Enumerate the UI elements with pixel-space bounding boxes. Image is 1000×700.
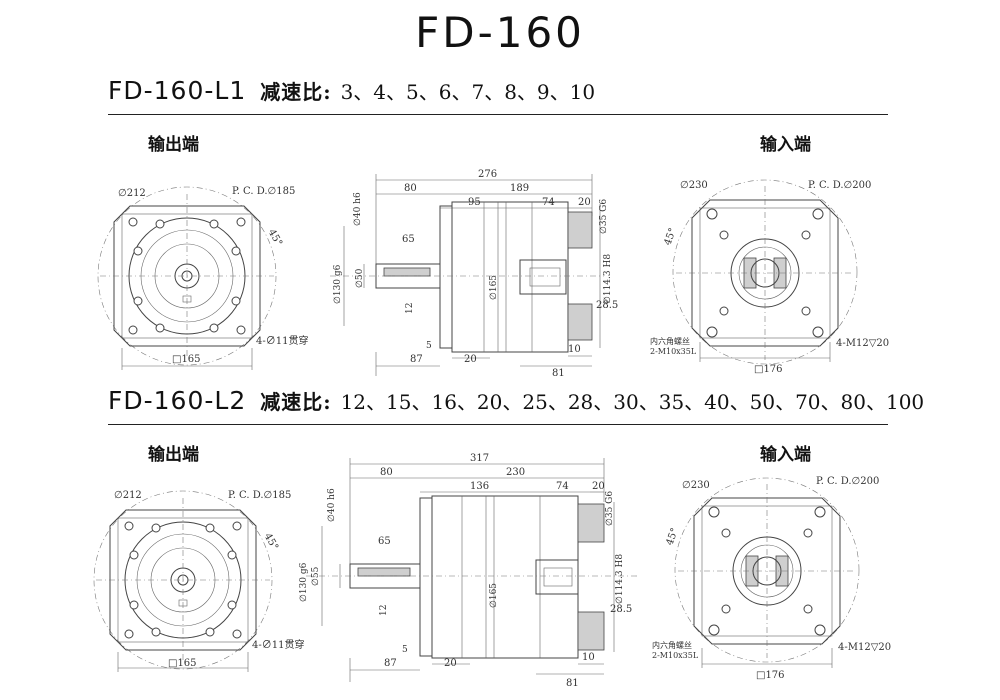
- dim-key-w: 12: [405, 303, 415, 314]
- heading-rule: [108, 114, 888, 115]
- dim-87: 87: [384, 658, 397, 669]
- dim-81: 81: [552, 368, 565, 379]
- dim-flange: 80: [380, 467, 393, 478]
- input-square: □176: [756, 670, 785, 681]
- output-end-view: ∅212 P. C. D.∅185 45° 4-∅11贯穿 □165: [97, 186, 308, 370]
- output-angle: 45°: [266, 228, 284, 249]
- dim-flange: 80: [404, 183, 417, 194]
- dim-body-dia: ∅165: [489, 583, 499, 608]
- output-end-label: 输出端: [148, 445, 199, 465]
- section-heading: FD-160-L2 减速比: 12、15、16、20、25、28、30、35、40…: [108, 386, 924, 415]
- dim-20: 20: [464, 354, 477, 365]
- dim-spigot-dia: ∅114.3 H8: [615, 554, 625, 604]
- input-outer-dia: ∅230: [682, 480, 710, 491]
- dim-seg2: 74: [556, 481, 569, 492]
- ratio-values: 12、15、16、20、25、28、30、35、40、50、70、80、100: [340, 390, 925, 414]
- dim-10: 10: [582, 652, 595, 663]
- section-heading: FD-160-L1 减速比: 3、4、5、6、7、8、9、10: [108, 76, 595, 105]
- ratio-label: 减速比:: [260, 390, 332, 414]
- ratio-label: 减速比:: [260, 80, 332, 104]
- dim-overall: 276: [478, 169, 497, 180]
- dim-shaft-dia: ∅40 h6: [327, 488, 337, 522]
- dim-key-len: 65: [402, 234, 415, 245]
- input-pcd: P. C. D.∅200: [816, 476, 879, 487]
- dim-depth: 28.5: [596, 300, 618, 311]
- dim-shaft-dia: ∅40 h6: [353, 192, 363, 226]
- dim-seg3: 20: [578, 197, 591, 208]
- dim-shaft-small: ∅50: [355, 268, 365, 288]
- side-section-view: 317 80 230 136 74 20 ∅40 h6: [299, 453, 640, 689]
- dim-seg1: 136: [470, 481, 489, 492]
- dim-shaft-small: ∅55: [311, 566, 321, 586]
- input-bolt-note-2: 2-M10x35L: [652, 651, 699, 660]
- output-angle: 45°: [262, 532, 280, 553]
- ratio-values: 3、4、5、6、7、8、9、10: [340, 80, 596, 104]
- dim-seg3: 20: [592, 481, 605, 492]
- input-pcd: P. C. D.∅200: [808, 180, 871, 191]
- dim-5: 5: [426, 341, 432, 351]
- output-pcd: P. C. D.∅185: [228, 490, 291, 501]
- heading-rule: [108, 424, 888, 425]
- technical-drawing: ∅212 P. C. D.∅185 45° 4-∅11贯穿 □165 276 8…: [97, 169, 889, 379]
- input-bolt-note-1: 内六角螺丝: [650, 336, 690, 346]
- dim-81: 81: [566, 678, 579, 689]
- output-outer-dia: ∅212: [118, 188, 146, 199]
- dim-pilot-dia: ∅130 g6: [333, 264, 343, 304]
- model-name: FD-160-L1: [108, 76, 247, 105]
- dim-5: 5: [402, 645, 408, 655]
- output-outer-dia: ∅212: [114, 490, 142, 501]
- input-square: □176: [754, 364, 783, 375]
- input-angle: 45°: [664, 527, 680, 547]
- model-name: FD-160-L2: [108, 386, 247, 415]
- dim-key-len: 65: [378, 536, 391, 547]
- output-end-label: 输出端: [148, 135, 199, 155]
- output-pcd: P. C. D.∅185: [232, 186, 295, 197]
- input-end-label: 输入端: [760, 135, 811, 155]
- dim-20: 20: [444, 658, 457, 669]
- input-holes: 4-M12▽20: [838, 642, 891, 653]
- input-bolt-note-1: 内六角螺丝: [652, 640, 692, 650]
- section-l1: FD-160-L1 减速比: 3、4、5、6、7、8、9、10 输出端 输入端: [0, 76, 1000, 386]
- dim-body-dia: ∅165: [489, 275, 499, 300]
- dim-overall: 317: [470, 453, 489, 464]
- dim-body: 189: [510, 183, 529, 194]
- output-square: □165: [168, 658, 197, 669]
- dim-bore-dia: ∅35 G6: [605, 491, 615, 526]
- output-holes: 4-∅11贯穿: [252, 638, 304, 651]
- input-angle: 45°: [662, 227, 678, 247]
- output-holes: 4-∅11贯穿: [256, 334, 308, 347]
- input-end-label: 输入端: [760, 445, 811, 465]
- dim-87: 87: [410, 354, 423, 365]
- input-holes: 4-M12▽20: [836, 338, 889, 349]
- input-end-view: ∅230 P. C. D.∅200 45° 内六角螺丝 2-M10x35L 4-…: [650, 179, 889, 375]
- side-section-view: 276 80 189 95 74 20 ∅40 h6: [330, 169, 618, 379]
- input-outer-dia: ∅230: [680, 180, 708, 191]
- dim-key-w: 12: [379, 605, 389, 616]
- dim-pilot-dia: ∅130 g6: [299, 562, 309, 602]
- dim-spigot-dia: ∅114.3 H8: [603, 254, 613, 304]
- dim-body: 230: [506, 467, 525, 478]
- input-end-view: ∅230 P. C. D.∅200 45° 内六角螺丝 2-M10x35L 4-…: [652, 476, 891, 681]
- output-square: □165: [172, 354, 201, 365]
- input-bolt-note-2: 2-M10x35L: [650, 347, 697, 356]
- dim-depth: 28.5: [610, 604, 632, 615]
- output-end-view: ∅212 P. C. D.∅185 45° 4-∅11贯穿 □165: [93, 490, 304, 672]
- technical-drawing: ∅212 P. C. D.∅185 45° 4-∅11贯穿 □165 317 8…: [93, 453, 891, 689]
- page-title: FD-160: [415, 8, 585, 57]
- dim-10: 10: [568, 344, 581, 355]
- section-l2: FD-160-L2 减速比: 12、15、16、20、25、28、30、35、40…: [0, 386, 1000, 700]
- dim-bore-dia: ∅35 G6: [599, 199, 609, 234]
